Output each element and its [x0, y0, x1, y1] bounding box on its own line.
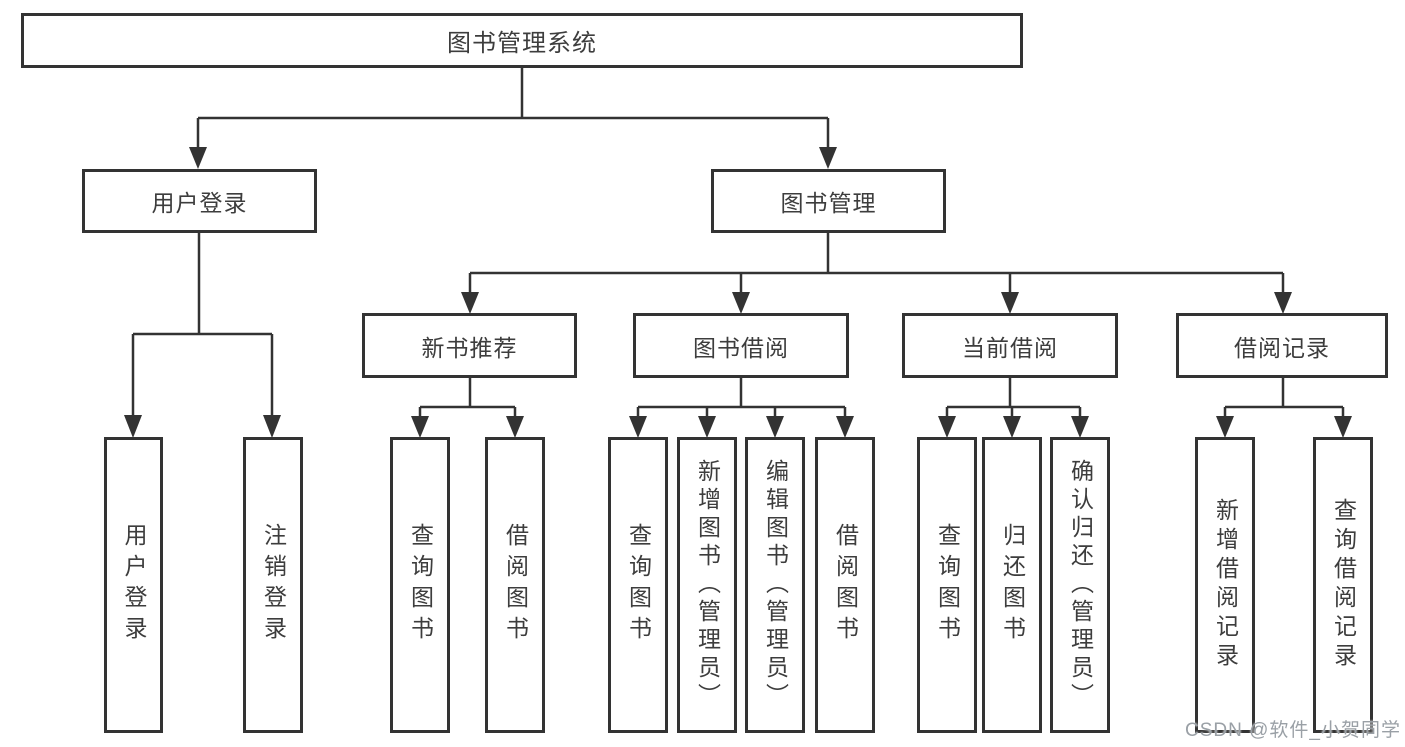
- leaf-recommend-borrow-books: 借阅图书: [485, 437, 545, 733]
- node-current-borrow-label: 当前借阅: [962, 334, 1058, 361]
- leaf-confirm-return-admin: 确认归还（管理员）: [1050, 437, 1110, 733]
- leaf-add-borrow-record-label: 新增借阅记录: [1212, 498, 1239, 672]
- leaf-edit-books-admin: 编辑图书（管理员）: [745, 437, 805, 733]
- leaf-current-query-books-label: 查询图书: [934, 523, 961, 647]
- leaf-recommend-query-books: 查询图书: [390, 437, 450, 733]
- leaf-return-books-label: 归还图书: [999, 523, 1026, 647]
- leaf-borrow-query-books-label: 查询图书: [625, 523, 652, 647]
- leaf-recommend-borrow-books-label: 借阅图书: [502, 523, 529, 647]
- node-book-management-label: 图书管理: [780, 190, 877, 216]
- leaf-query-borrow-record-label: 查询借阅记录: [1330, 498, 1357, 672]
- node-book-borrow: 图书借阅: [633, 313, 849, 378]
- leaf-current-query-books: 查询图书: [917, 437, 977, 733]
- leaf-borrow-books: 借阅图书: [815, 437, 875, 733]
- leaf-user-login-label: 用户登录: [121, 523, 147, 647]
- leaf-edit-books-admin-label: 编辑图书（管理员）: [762, 459, 789, 711]
- leaf-add-books-admin: 新增图书（管理员）: [677, 437, 737, 733]
- node-new-book-recommend-label: 新书推荐: [421, 334, 518, 361]
- leaf-add-books-admin-label: 新增图书（管理员）: [694, 459, 721, 711]
- leaf-return-books: 归还图书: [982, 437, 1042, 733]
- leaf-add-borrow-record: 新增借阅记录: [1195, 437, 1255, 733]
- leaf-confirm-return-admin-label: 确认归还（管理员）: [1067, 459, 1094, 711]
- leaf-user-login: 用户登录: [104, 437, 163, 733]
- csdn-watermark: CSDN @软件_小贺同学: [1185, 720, 1401, 741]
- leaf-borrow-books-label: 借阅图书: [832, 523, 859, 647]
- leaf-recommend-query-books-label: 查询图书: [407, 523, 434, 647]
- node-borrow-record-label: 借阅记录: [1234, 334, 1330, 361]
- node-book-borrow-label: 图书借阅: [693, 334, 789, 361]
- node-new-book-recommend: 新书推荐: [362, 313, 577, 378]
- node-root-label: 图书管理系统: [447, 30, 597, 57]
- node-borrow-record: 借阅记录: [1176, 313, 1388, 378]
- leaf-query-borrow-record: 查询借阅记录: [1313, 437, 1373, 733]
- node-book-management: 图书管理: [711, 169, 946, 233]
- node-user-login: 用户登录: [82, 169, 317, 233]
- leaf-logout: 注销登录: [243, 437, 303, 733]
- node-current-borrow: 当前借阅: [902, 313, 1118, 378]
- leaf-borrow-query-books: 查询图书: [608, 437, 668, 733]
- node-user-login-label: 用户登录: [151, 190, 248, 216]
- leaf-logout-label: 注销登录: [260, 523, 287, 647]
- node-root-library-system: 图书管理系统: [21, 13, 1023, 68]
